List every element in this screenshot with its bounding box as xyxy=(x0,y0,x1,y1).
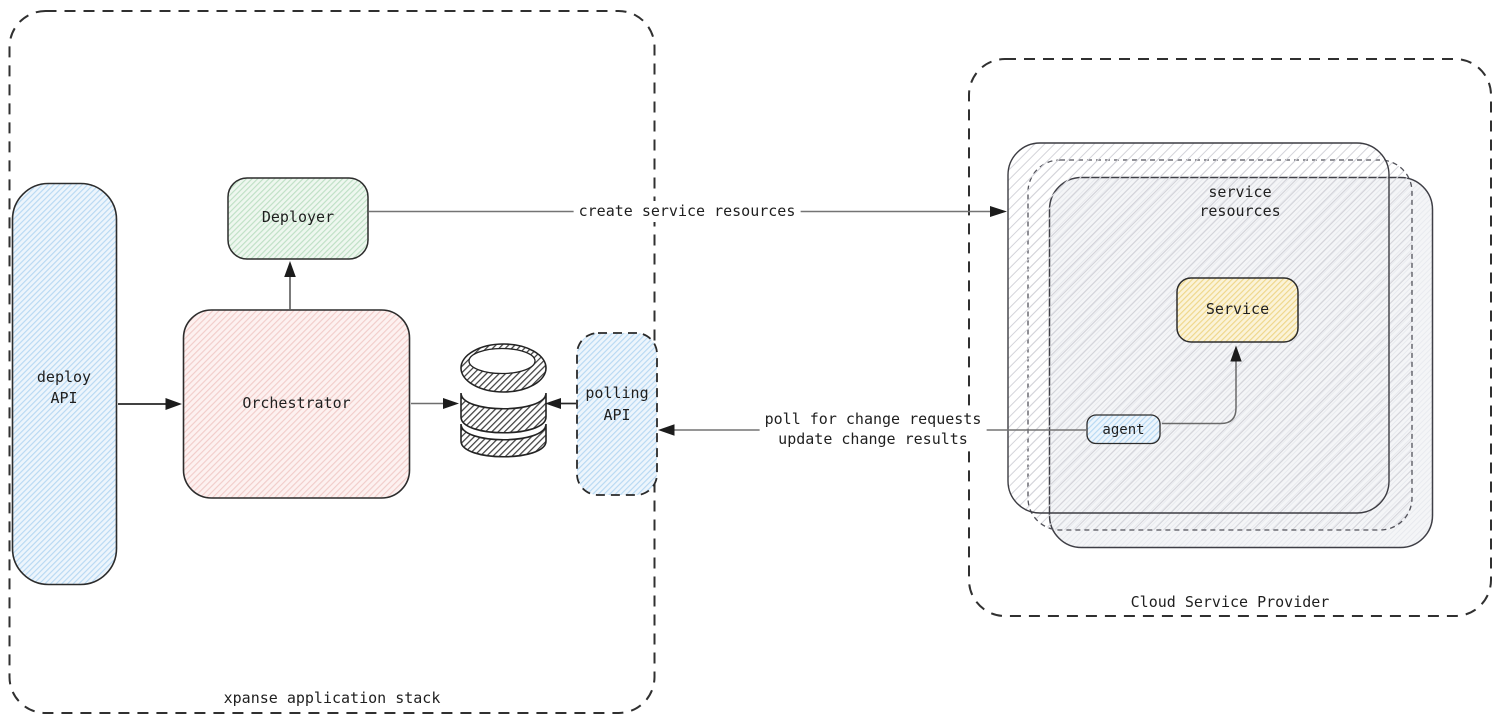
polling-api-label-line1: polling xyxy=(585,384,649,402)
service-resources-label-line2: resources xyxy=(1199,202,1281,220)
polling-api-node xyxy=(576,332,658,496)
arrow-polling-api-to-database xyxy=(545,398,576,409)
arrow-orchestrator-to-deployer xyxy=(284,261,296,310)
polling-api-label: polling API xyxy=(577,382,657,426)
arrow-agent-to-service xyxy=(1162,345,1242,425)
xpanse-application-stack-container xyxy=(8,10,656,714)
polling-api-label-line2: API xyxy=(603,406,631,424)
service-node xyxy=(1176,277,1299,343)
poll-edge-label-line1: poll for change requests xyxy=(764,410,982,428)
database-cylinder-icon xyxy=(460,343,547,458)
deploy-api-label-line2: API xyxy=(50,389,78,407)
xpanse-application-stack-label: xpanse application stack xyxy=(223,689,441,707)
orchestrator-label: Orchestrator xyxy=(242,394,351,412)
poll-edge-label-line2: update change results xyxy=(778,430,968,448)
cloud-service-provider-label: Cloud Service Provider xyxy=(1130,593,1330,611)
deployer-label: Deployer xyxy=(261,208,335,226)
arrow-orchestrator-to-database xyxy=(411,398,459,409)
poll-for-changes-edge-label: poll for change requests update change r… xyxy=(759,409,987,449)
create-service-resources-edge-label: create service resources xyxy=(573,201,801,222)
orchestrator-node xyxy=(182,309,411,499)
arrow-deploy-api-to-orchestrator xyxy=(118,398,182,410)
service-resources-label-line1: service xyxy=(1208,183,1272,201)
deploy-api-label-line1: deploy xyxy=(36,368,92,386)
deploy-api-label: deploy API xyxy=(12,367,116,409)
service-resources-label: service resources xyxy=(1140,183,1340,221)
deployer-node xyxy=(227,177,369,260)
cloud-service-provider-container xyxy=(968,58,1492,617)
deploy-api-node xyxy=(11,182,118,586)
service-label: Service xyxy=(1205,300,1270,318)
agent-label: agent xyxy=(1102,422,1145,438)
